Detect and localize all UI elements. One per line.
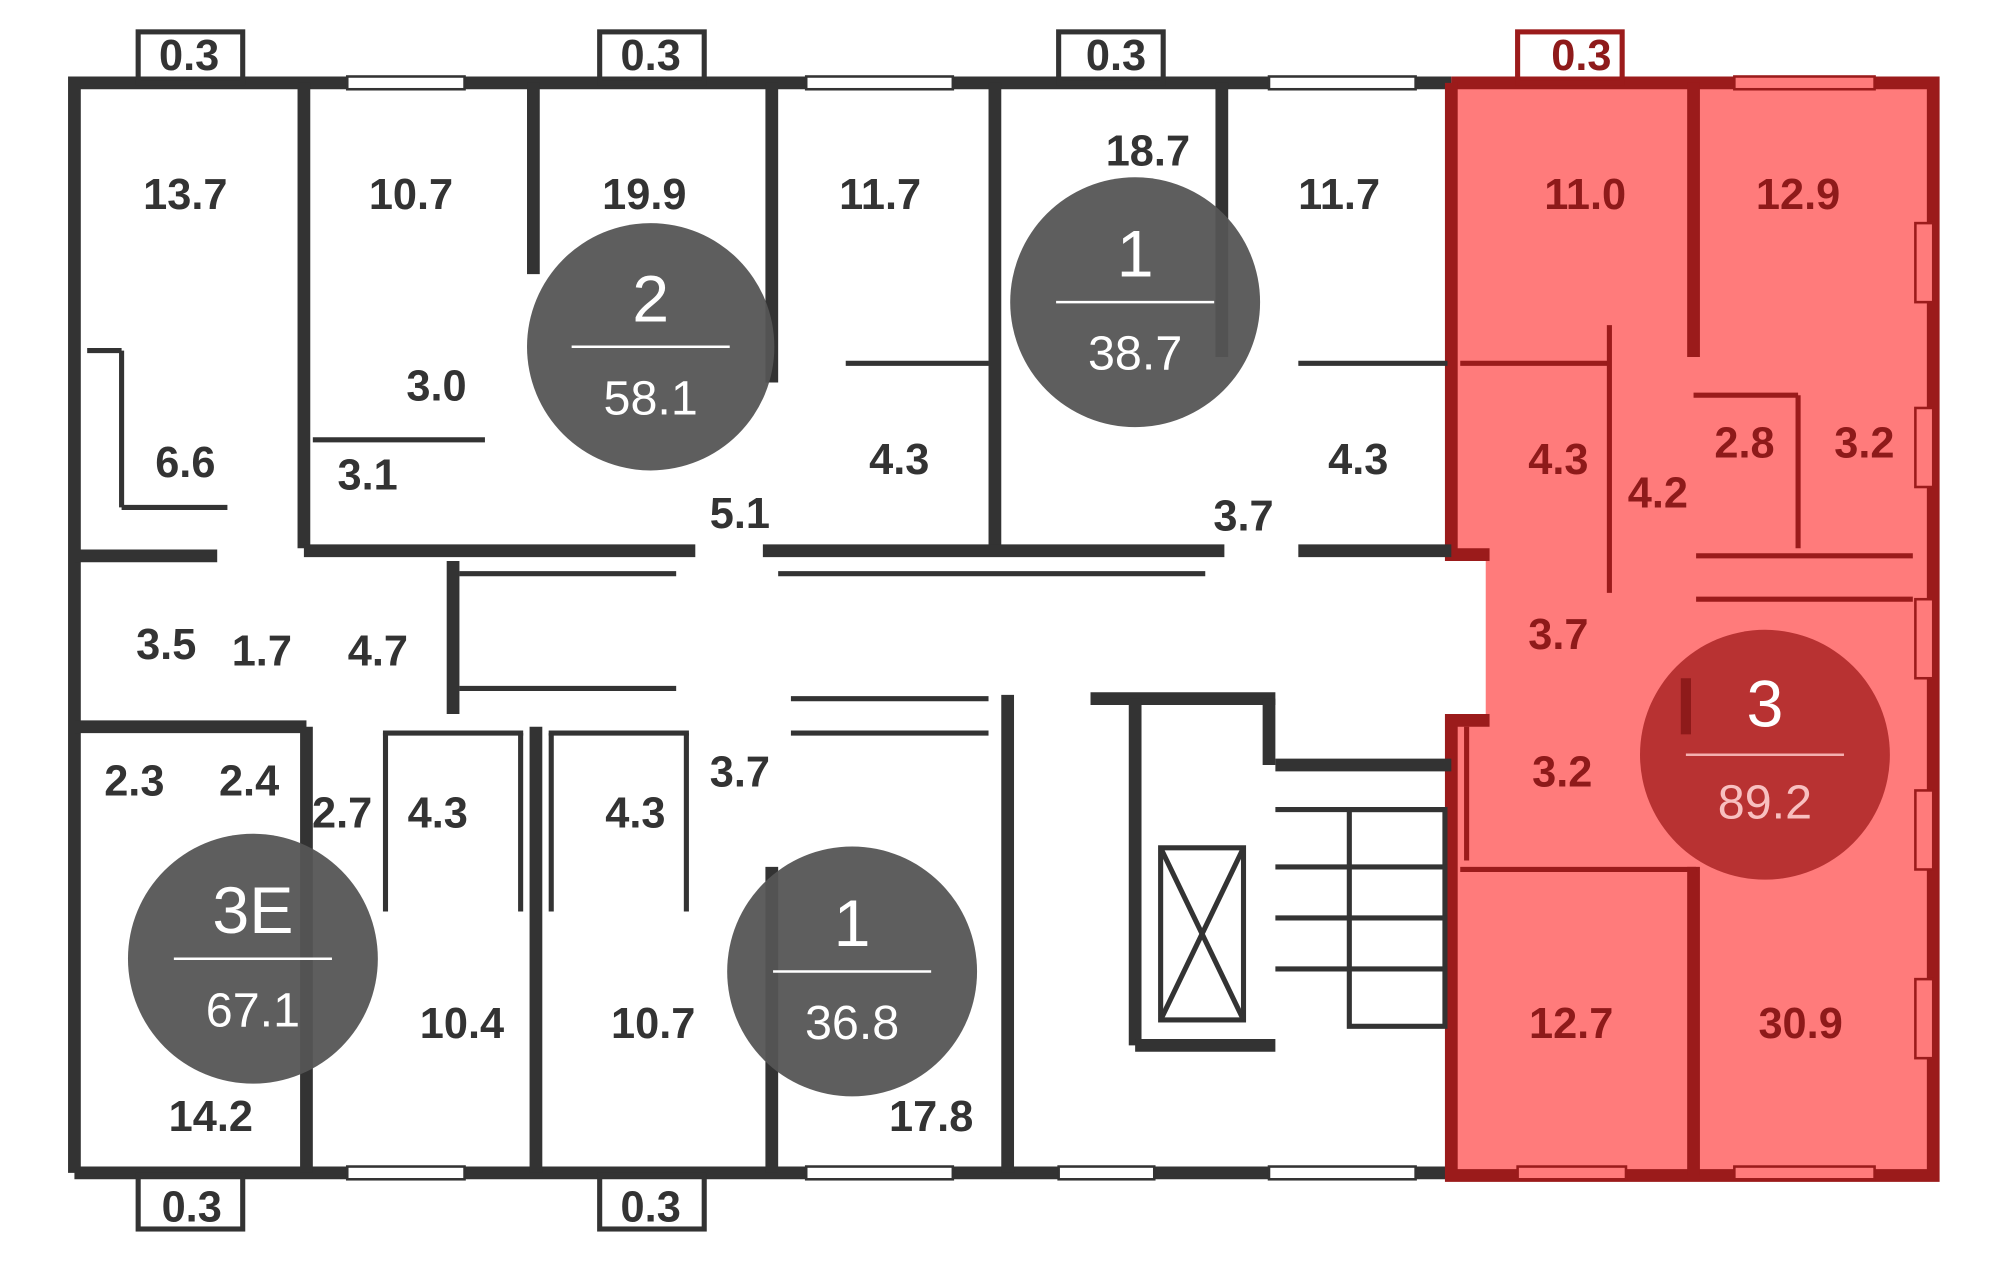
room-area: 4.3 (1528, 436, 1588, 484)
room-area: 3.0 (406, 362, 466, 410)
room-area: 2.8 (1714, 420, 1774, 468)
room-area: 11.7 (839, 171, 921, 219)
room-area: 2.4 (219, 758, 279, 806)
balcony-area: 0.3 (1086, 32, 1146, 80)
room-area: 3.7 (1213, 492, 1273, 540)
apartment-badge[interactable]: 1 36.8 (727, 846, 978, 1097)
balcony-area: 0.3 (159, 32, 219, 80)
balcony-labels: 0.3 0.3 0.3 0.3 0.3 0.3 (159, 32, 1611, 1231)
apartment-area: 36.8 (805, 996, 899, 1050)
balcony-area: 0.3 (1551, 32, 1611, 80)
room-area: 11.0 (1544, 171, 1626, 219)
room-area: 4.3 (605, 789, 665, 837)
apartment-area: 58.1 (604, 371, 698, 425)
room-labels: 13.7 10.7 19.9 11.7 18.7 11.7 11.0 12.9 … (104, 128, 1894, 1141)
room-area: 4.2 (1628, 469, 1688, 517)
apartment-badge-selected[interactable]: 3 89.2 (1640, 629, 1890, 880)
room-area: 2.3 (104, 758, 164, 806)
room-area: 6.6 (155, 439, 215, 487)
balcony-area: 0.3 (621, 32, 681, 80)
balcony-area: 0.3 (621, 1183, 681, 1231)
room-area: 10.7 (369, 171, 453, 219)
room-area: 3.7 (1528, 611, 1588, 659)
room-area: 11.7 (1298, 171, 1380, 219)
walls (68, 76, 1940, 1182)
windows (345, 75, 1935, 1181)
room-area: 12.7 (1529, 1000, 1613, 1048)
room-area: 19.9 (602, 171, 686, 219)
apartment-rooms: 2 (632, 262, 669, 336)
apartment-badge[interactable]: 3E 67.1 (127, 833, 378, 1084)
room-area: 14.2 (169, 1093, 253, 1141)
apartment-badge[interactable]: 1 38.7 (1010, 177, 1261, 428)
balconies (135, 29, 1625, 1232)
room-area: 3.7 (710, 749, 770, 797)
room-area: 1.7 (232, 627, 292, 675)
apartment-rooms: 3 (1747, 668, 1784, 742)
room-area: 5.1 (710, 490, 770, 538)
room-area: 18.7 (1106, 128, 1190, 176)
room-area: 4.3 (869, 436, 929, 484)
apartment-area: 38.7 (1088, 327, 1182, 381)
apartment-rooms: 1 (834, 887, 871, 961)
room-area: 13.7 (143, 171, 227, 219)
room-area: 3.2 (1834, 420, 1894, 468)
apartment-rooms: 1 (1117, 218, 1154, 292)
room-area: 3.1 (338, 452, 398, 500)
room-area: 12.9 (1756, 171, 1840, 219)
selected-apartment-area[interactable] (1451, 79, 1936, 1180)
room-area: 30.9 (1758, 1000, 1842, 1048)
room-area: 4.3 (408, 789, 468, 837)
apartment-area: 89.2 (1718, 775, 1812, 829)
room-area: 2.7 (312, 789, 372, 837)
room-area: 10.4 (420, 1000, 504, 1048)
room-area: 4.3 (1328, 436, 1388, 484)
apartment-rooms: 3E (212, 874, 293, 948)
room-area: 3.2 (1532, 749, 1592, 797)
room-area: 17.8 (889, 1093, 973, 1141)
room-area: 3.5 (136, 621, 196, 669)
room-area: 10.7 (611, 1000, 695, 1048)
room-area: 4.7 (348, 627, 408, 675)
apartment-badge[interactable]: 2 58.1 (527, 223, 775, 471)
balcony-area: 0.3 (162, 1183, 222, 1231)
apartment-area: 67.1 (206, 983, 300, 1037)
stairwell (1158, 807, 1448, 1029)
